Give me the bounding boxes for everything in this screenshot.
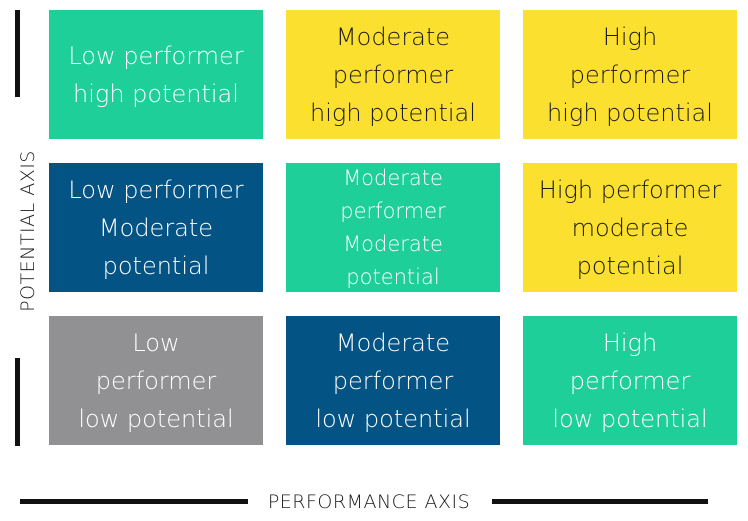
cell-line: Moderate — [343, 165, 443, 190]
cell-line: Low performer — [68, 41, 244, 70]
cell-line: moderate — [571, 213, 689, 242]
cell-line: high potential — [310, 98, 476, 127]
cell-line: potential — [102, 251, 210, 280]
cell-line: High — [602, 328, 658, 357]
cell-moderate-performer-moderate-potential: Moderate performer Moderate potential — [286, 163, 500, 292]
cell-moderate-performer-low-potential: Moderate performer low potential — [286, 316, 500, 445]
cell-moderate-performer-high-potential: Moderate performer high potential — [286, 10, 500, 139]
cell-line: performer — [332, 366, 454, 395]
cell-low-performer-high-potential: Low performer high potential — [49, 10, 263, 139]
cell-line: performer — [569, 60, 691, 89]
cell-line: high potential — [547, 98, 713, 127]
performance-axis-label: PERFORMANCE AXIS — [267, 491, 471, 513]
cell-line: potential — [346, 264, 440, 289]
cell-line: High performer — [538, 175, 722, 204]
potential-axis-bar-bottom — [15, 358, 20, 446]
cell-line: performer — [95, 366, 217, 395]
cell-line: Low — [132, 328, 180, 357]
performance-axis-bar-left — [20, 499, 248, 504]
cell-line: high potential — [73, 79, 239, 108]
cell-line: performer — [332, 60, 454, 89]
cell-line: Moderate — [335, 328, 451, 357]
cell-line: performer — [569, 366, 691, 395]
potential-axis-label: POTENTIAL AXIS — [17, 150, 39, 312]
performance-axis-bar-right — [492, 499, 708, 504]
cell-line: Moderate — [98, 213, 214, 242]
cell-line: low potential — [552, 404, 708, 433]
cell-low-performer-moderate-potential: Low performer Moderate potential — [49, 163, 263, 292]
cell-high-performer-high-potential: High performer high potential — [523, 10, 737, 139]
cell-line: Moderate — [343, 231, 443, 256]
cell-high-performer-moderate-potential: High performer moderate potential — [523, 163, 737, 292]
cell-line: Low performer — [68, 175, 244, 204]
cell-line: potential — [576, 251, 684, 280]
cell-line: performer — [340, 198, 446, 223]
cell-low-performer-low-potential: Low performer low potential — [49, 316, 263, 445]
cell-line: Moderate — [335, 22, 451, 51]
cell-line: low potential — [315, 404, 471, 433]
cell-high-performer-low-potential: High performer low potential — [523, 316, 737, 445]
potential-axis-bar-top — [15, 10, 20, 97]
cell-line: low potential — [78, 404, 234, 433]
cell-line: High — [602, 22, 658, 51]
